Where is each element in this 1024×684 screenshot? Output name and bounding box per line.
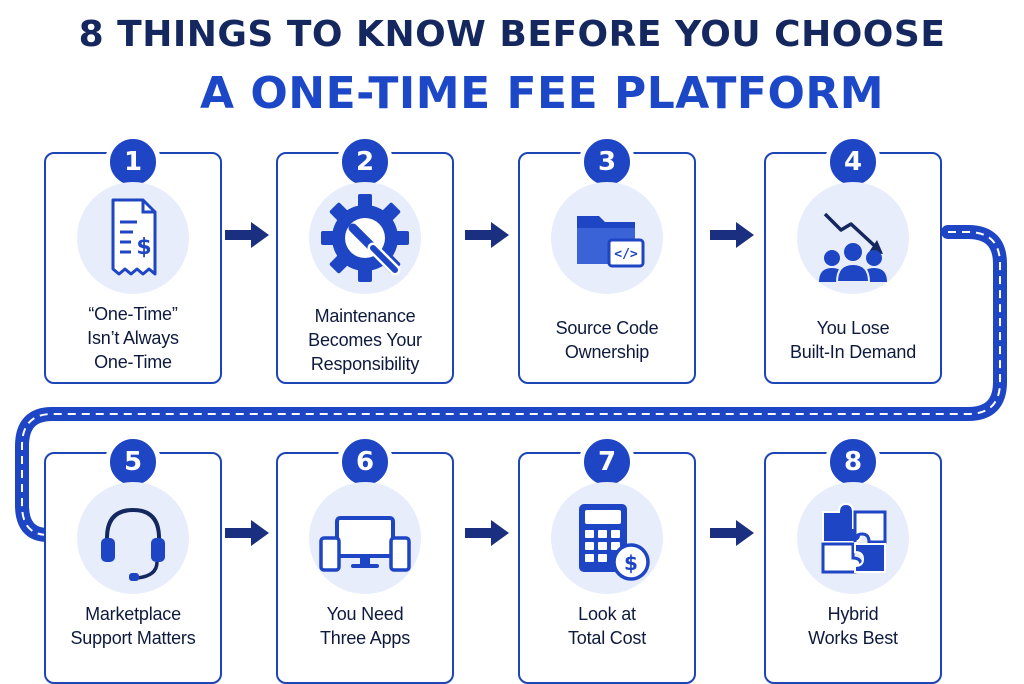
step-number-badge: 1: [107, 136, 159, 188]
step-card-2: 2 Maintenanc: [276, 136, 454, 384]
devices-icon: [319, 516, 411, 572]
arrow-right-icon: [225, 520, 269, 546]
puzzle-icon: [821, 502, 887, 574]
users-decline-icon: [819, 212, 887, 283]
arrow-right-icon: [710, 222, 754, 248]
step-number-badge: 7: [581, 436, 633, 488]
headset-icon: [101, 507, 165, 581]
calculator-dollar-icon: $: [579, 504, 650, 581]
arrow-right-icon: [710, 520, 754, 546]
step-number-badge: 2: [339, 136, 391, 188]
step-number-badge: 5: [107, 436, 159, 488]
title-line-2: A ONE-TIME FEE PLATFORM: [199, 68, 885, 119]
svg-text:</>: </>: [614, 247, 638, 262]
title-line-1: 8 THINGS TO KNOW BEFORE YOU CHOOSE: [78, 14, 946, 55]
gear-wrench-icon: [321, 194, 409, 282]
step-number-badge: 3: [581, 136, 633, 188]
arrow-right-icon: [465, 520, 509, 546]
folder-code-icon: </>: [577, 216, 645, 268]
step-number-badge: 4: [827, 136, 879, 188]
svg-text:$: $: [136, 235, 151, 260]
step-number-badge: 8: [827, 436, 879, 488]
receipt-dollar-icon: $: [111, 198, 157, 276]
arrow-right-icon: [225, 222, 269, 248]
arrow-right-icon: [465, 222, 509, 248]
svg-text:$: $: [624, 551, 638, 575]
step-number-badge: 6: [339, 436, 391, 488]
